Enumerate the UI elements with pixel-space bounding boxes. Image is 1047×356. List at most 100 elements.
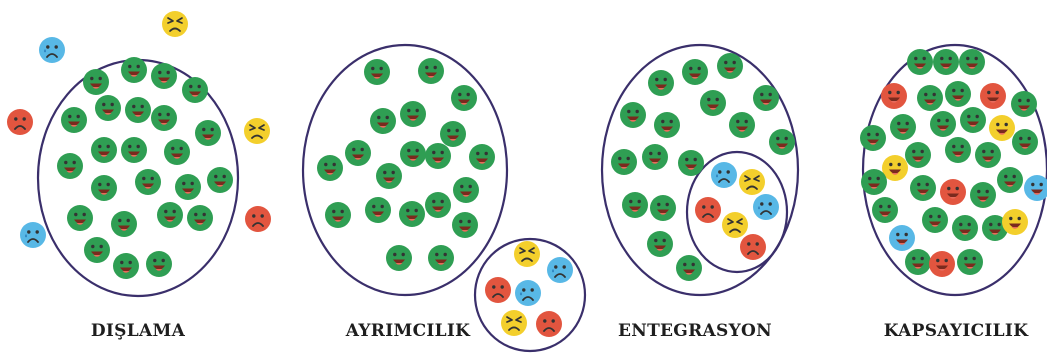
green-happy-face-icon <box>905 142 931 168</box>
panel-segregation: AYRIMCILIK <box>301 43 587 353</box>
green-happy-face-icon <box>135 169 161 195</box>
yellow-angry-face-icon <box>514 241 540 267</box>
green-happy-face-icon <box>647 231 673 257</box>
green-happy-face-icon <box>317 155 343 181</box>
green-happy-face-icon <box>440 121 466 147</box>
yellow-angry-face-icon <box>739 169 765 195</box>
green-happy-face-icon <box>345 140 371 166</box>
green-happy-face-icon <box>975 142 1001 168</box>
green-happy-face-icon <box>151 63 177 89</box>
red-sad-face-icon <box>740 234 766 260</box>
red-happy-face-icon <box>881 83 907 109</box>
blue-sad-tear-face-icon <box>20 222 46 248</box>
red-sad-face-icon <box>695 197 721 223</box>
green-happy-face-icon <box>146 251 172 277</box>
yellow-angry-face-icon <box>722 212 748 238</box>
green-happy-face-icon <box>650 195 676 221</box>
green-happy-face-icon <box>182 77 208 103</box>
green-happy-face-icon <box>622 192 648 218</box>
green-happy-face-icon <box>910 175 936 201</box>
green-happy-face-icon <box>91 175 117 201</box>
green-happy-face-icon <box>187 205 213 231</box>
green-happy-face-icon <box>83 69 109 95</box>
green-happy-face-icon <box>95 95 121 121</box>
blue-happy-face-icon <box>889 225 915 251</box>
red-sad-face-icon <box>7 109 33 135</box>
green-happy-face-icon <box>654 112 680 138</box>
yellow-happy-face-icon <box>1002 209 1028 235</box>
label-exclusion: DIŞLAMA <box>91 321 186 341</box>
green-happy-face-icon <box>620 102 646 128</box>
label-integration: ENTEGRASYON <box>618 321 772 341</box>
green-happy-face-icon <box>1012 129 1038 155</box>
green-happy-face-icon <box>648 70 674 96</box>
green-happy-face-icon <box>451 85 477 111</box>
segregation-separate-circle <box>473 237 587 353</box>
green-happy-face-icon <box>933 49 959 75</box>
blue-sad-tear-face-icon <box>753 194 779 220</box>
red-happy-face-icon <box>940 179 966 205</box>
exclusion-faces <box>7 11 271 279</box>
green-happy-face-icon <box>364 59 390 85</box>
green-happy-face-icon <box>970 182 996 208</box>
red-sad-face-icon <box>245 206 271 232</box>
green-happy-face-icon <box>945 81 971 107</box>
green-happy-face-icon <box>399 201 425 227</box>
yellow-happy-face-icon <box>882 155 908 181</box>
green-happy-face-icon <box>452 212 478 238</box>
green-happy-face-icon <box>365 197 391 223</box>
green-happy-face-icon <box>370 108 396 134</box>
green-happy-face-icon <box>769 129 795 155</box>
green-happy-face-icon <box>957 249 983 275</box>
green-happy-face-icon <box>682 59 708 85</box>
green-happy-face-icon <box>611 149 637 175</box>
green-happy-face-icon <box>57 153 83 179</box>
green-happy-face-icon <box>67 205 93 231</box>
red-sad-face-icon <box>536 311 562 337</box>
blue-sad-tear-face-icon <box>39 37 65 63</box>
green-happy-face-icon <box>175 174 201 200</box>
green-happy-face-icon <box>151 105 177 131</box>
green-happy-face-icon <box>325 202 351 228</box>
yellow-happy-face-icon <box>989 115 1015 141</box>
green-happy-face-icon <box>121 137 147 163</box>
green-happy-face-icon <box>861 169 887 195</box>
green-happy-face-icon <box>982 215 1008 241</box>
yellow-angry-face-icon <box>162 11 188 37</box>
green-happy-face-icon <box>959 49 985 75</box>
green-happy-face-icon <box>386 245 412 271</box>
segregation-main-circle <box>301 43 509 297</box>
green-happy-face-icon <box>907 49 933 75</box>
green-happy-face-icon <box>890 114 916 140</box>
integration-faces <box>611 53 795 281</box>
green-happy-face-icon <box>425 143 451 169</box>
inclusion-circle <box>861 43 1047 297</box>
green-happy-face-icon <box>860 125 886 151</box>
red-sad-face-icon <box>485 277 511 303</box>
green-happy-face-icon <box>960 107 986 133</box>
segregation-faces <box>317 58 573 337</box>
green-happy-face-icon <box>428 245 454 271</box>
red-happy-face-icon <box>929 251 955 277</box>
green-happy-face-icon <box>61 107 87 133</box>
green-happy-face-icon <box>425 192 451 218</box>
green-happy-face-icon <box>700 90 726 116</box>
green-happy-face-icon <box>930 111 956 137</box>
yellow-angry-face-icon <box>501 310 527 336</box>
green-happy-face-icon <box>453 177 479 203</box>
blue-sad-tear-face-icon <box>515 280 541 306</box>
panel-exclusion: DIŞLAMA <box>7 11 271 341</box>
green-happy-face-icon <box>678 150 704 176</box>
green-happy-face-icon <box>400 101 426 127</box>
integration-inner-circle <box>685 150 789 274</box>
green-happy-face-icon <box>753 85 779 111</box>
label-segregation: AYRIMCILIK <box>345 321 471 341</box>
green-happy-face-icon <box>717 53 743 79</box>
red-happy-face-icon <box>980 83 1006 109</box>
green-happy-face-icon <box>642 144 668 170</box>
inclusion-faces <box>860 49 1047 277</box>
panel-integration: ENTEGRASYON <box>600 43 800 341</box>
green-happy-face-icon <box>400 141 426 167</box>
green-happy-face-icon <box>917 85 943 111</box>
